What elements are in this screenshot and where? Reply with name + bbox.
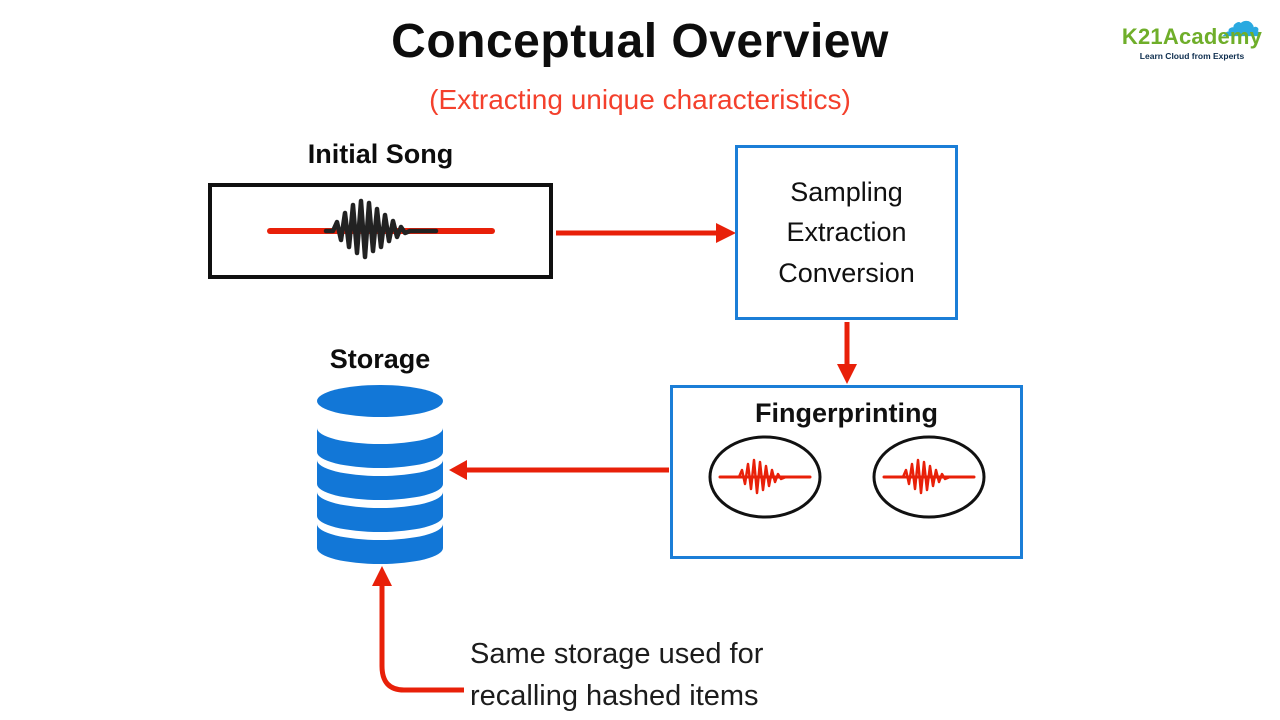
cloud-icon: ☁ (1220, 0, 1262, 45)
fingerprint-waveform-icon (872, 435, 985, 519)
logo: ☁ K21Academy Learn Cloud from Experts (1112, 0, 1272, 61)
sampling-line: Sampling (790, 176, 903, 207)
curved-arrow-up-icon (372, 566, 464, 693)
audio-waveform-icon (266, 198, 495, 260)
fingerprint-samples (673, 433, 1020, 521)
conversion-line: Conversion (778, 257, 915, 288)
arrow-down-icon (837, 322, 857, 384)
initial-song-box (208, 183, 553, 279)
storage-note: Same storage used for recalling hashed i… (470, 633, 763, 717)
storage-note-line2: recalling hashed items (470, 680, 759, 713)
database-icon (317, 385, 443, 564)
fingerprinting-label: Fingerprinting (755, 398, 938, 428)
extraction-line: Extraction (786, 217, 907, 248)
logo-tagline: Learn Cloud from Experts (1139, 50, 1245, 61)
page-subtitle: (Extracting unique characteristics) (429, 84, 851, 115)
arrow-right-icon (556, 223, 736, 243)
initial-song-label: Initial Song (307, 139, 454, 169)
fingerprint-waveform-icon (708, 435, 821, 519)
storage-label: Storage (329, 344, 431, 374)
fingerprinting-box: Fingerprinting (670, 385, 1023, 559)
storage-note-line1: Same storage used for (470, 638, 764, 670)
arrow-left-icon (449, 460, 669, 480)
logo-brand: K21Academy (1121, 23, 1263, 49)
page-title: Conceptual Overview (391, 15, 889, 68)
sampling-box: Sampling Extraction Conversion (735, 145, 958, 320)
